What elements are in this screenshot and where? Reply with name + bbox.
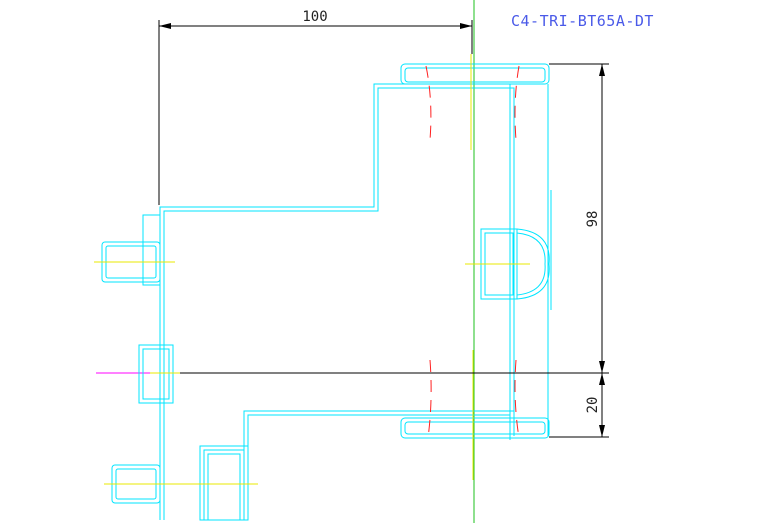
left-shaft-top — [101, 214, 161, 286]
right-edge-strip — [547, 84, 552, 436]
dimension-lines — [158, 20, 609, 438]
top-roller — [400, 63, 550, 85]
centerlines — [94, 54, 530, 485]
offset-dimension-label: 20 — [585, 397, 601, 414]
bottom-bracket — [199, 445, 249, 521]
bottom-roller — [400, 417, 550, 439]
width-dimension-label: 100 — [302, 9, 327, 25]
drawing-title: C4-TRI-BT65A-DT — [511, 12, 654, 30]
left-middle-block — [138, 344, 174, 404]
hidden-lines — [425, 65, 520, 439]
height-dimension-label: 98 — [585, 211, 601, 228]
main-body-outline — [159, 83, 515, 520]
